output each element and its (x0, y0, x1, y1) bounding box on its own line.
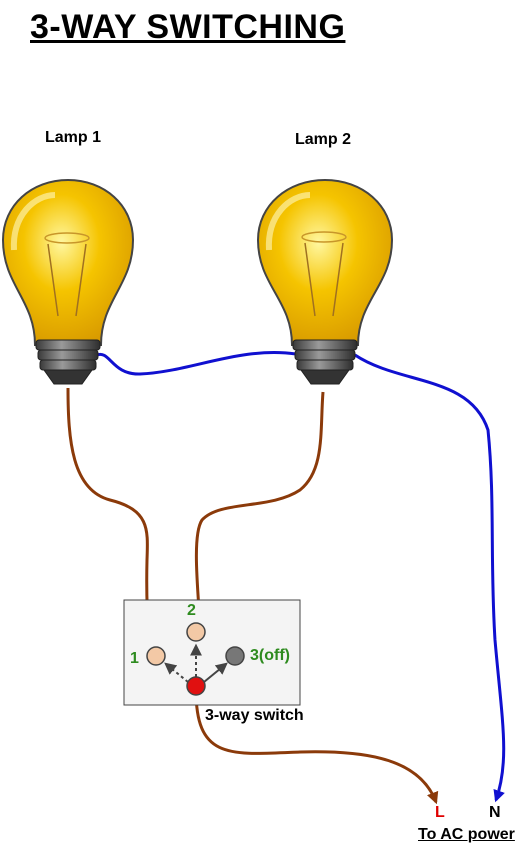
lamp1-bulb (1, 178, 135, 346)
switch-label: 3-way switch (205, 707, 304, 724)
neutral-wire-to-power (354, 353, 506, 803)
switch-common-terminal (186, 676, 206, 696)
neutral-wire-lamp-link (96, 351, 297, 376)
ac-power-label: To AC power (418, 826, 515, 843)
page-title: 3-WAY SWITCHING (30, 8, 346, 46)
lamp2-label: Lamp 2 (295, 131, 352, 148)
lamp2-bulb (256, 178, 394, 346)
switch-position-1-label: 1 (130, 650, 139, 667)
switch-terminal-1 (146, 646, 166, 666)
lamp1-base (35, 339, 101, 385)
switch-arrow-to-3 (203, 662, 228, 683)
switch-arrow-to-1 (164, 662, 189, 683)
live-terminal-label: L (435, 804, 445, 821)
live-wire-to-power (194, 689, 439, 805)
lamp2-base (292, 339, 358, 385)
switch-position-3-label: 3(off) (250, 647, 290, 664)
lamp1-label: Lamp 1 (45, 129, 102, 146)
switch-terminal-2 (186, 622, 206, 642)
lamp2-lead-wire (194, 391, 325, 626)
switch-terminal-3-off (225, 646, 245, 666)
switch-position-2-label: 2 (187, 602, 196, 619)
neutral-terminal-label: N (489, 804, 501, 821)
